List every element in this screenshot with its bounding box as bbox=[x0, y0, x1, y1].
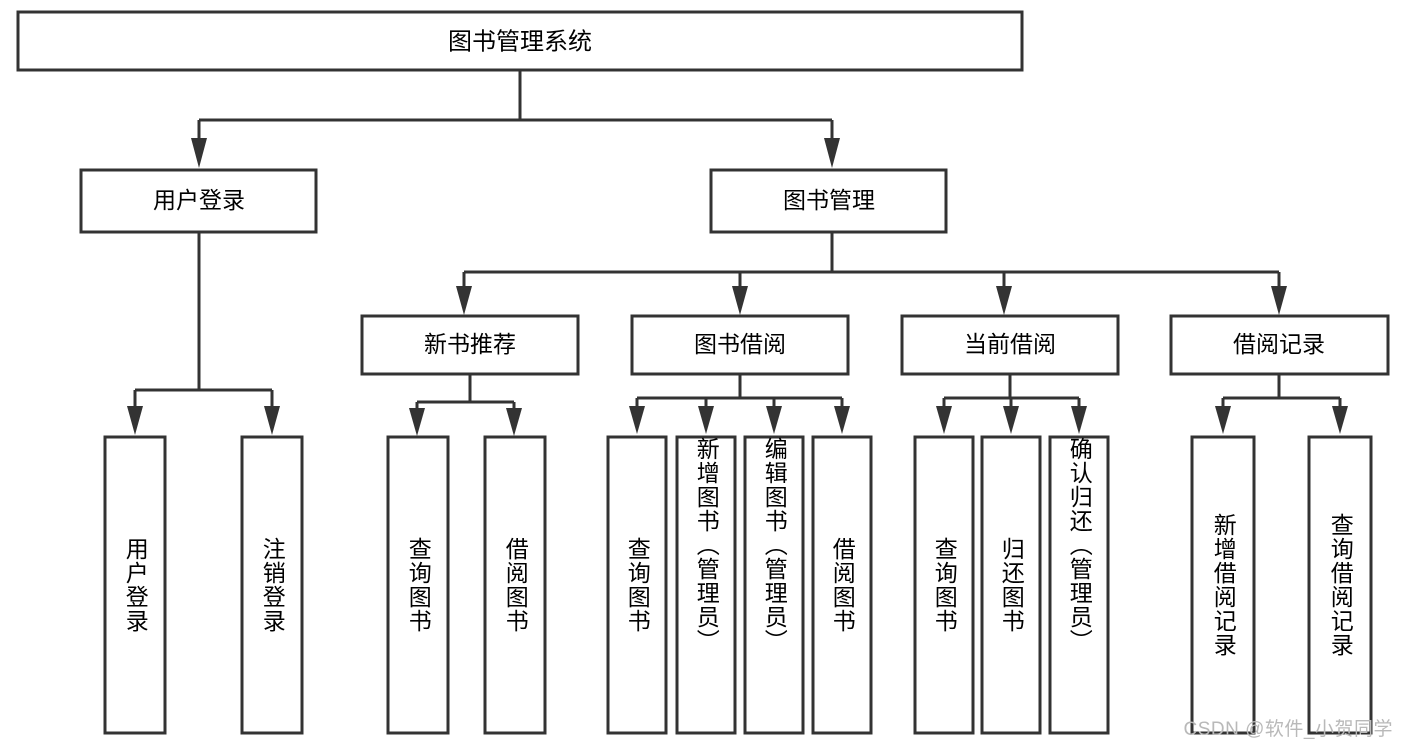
arrow-bb-leaf-4 bbox=[834, 406, 850, 434]
node-book-borrow[interactable]: 图书借阅 bbox=[630, 314, 850, 376]
arrow-bm-to-newbook bbox=[456, 286, 472, 315]
node-book-borrow-box[interactable] bbox=[630, 314, 850, 376]
node-new-book-rec-box[interactable] bbox=[360, 314, 580, 376]
node-new-book-rec-label: 新书推荐 bbox=[424, 331, 516, 357]
arrow-cb-leaf-1 bbox=[936, 406, 952, 434]
node-current-borrow[interactable]: 当前借阅 bbox=[900, 314, 1120, 376]
leaf-borrow-book-2-box[interactable] bbox=[811, 435, 873, 735]
node-root[interactable]: 图书管理系统 bbox=[16, 10, 1024, 72]
leaf-query-book-2-box[interactable] bbox=[606, 435, 668, 735]
edge-group-userlogin bbox=[127, 232, 280, 435]
node-book-borrow-label: 图书借阅 bbox=[694, 331, 786, 357]
leaf-confirm-return-box[interactable] bbox=[1048, 435, 1110, 735]
node-borrow-record-box[interactable] bbox=[1169, 314, 1390, 376]
node-new-book-rec[interactable]: 新书推荐 bbox=[360, 314, 580, 376]
leaf-query-book-3-box[interactable] bbox=[913, 435, 975, 735]
leaf-user-logout-box[interactable] bbox=[240, 435, 304, 735]
edge-group-newbookrec bbox=[409, 374, 522, 436]
edge-group-currentborrow bbox=[936, 374, 1087, 434]
arrow-userlogin-leaf-1 bbox=[127, 406, 143, 435]
edge-group-bookmanage bbox=[456, 232, 1287, 315]
arrow-cb-leaf-3 bbox=[1071, 406, 1087, 434]
leaf-add-book-box[interactable] bbox=[675, 435, 737, 735]
arrow-br-leaf-1 bbox=[1215, 406, 1231, 434]
arrow-newbook-leaf-2 bbox=[506, 408, 522, 436]
arrow-bm-to-currentborrow bbox=[996, 286, 1012, 315]
node-user-login-box[interactable] bbox=[79, 168, 318, 234]
csdn-watermark: CSDN @软件_小贺同学 bbox=[1183, 719, 1393, 740]
node-root-box[interactable] bbox=[16, 10, 1024, 72]
leaf-borrow-book-1-box[interactable] bbox=[483, 435, 547, 735]
arrow-bm-to-bookborrow bbox=[732, 286, 748, 315]
leaf-user-login-box[interactable] bbox=[103, 435, 167, 735]
arrow-cb-leaf-2 bbox=[1003, 406, 1019, 434]
leaf-edit-book-box[interactable] bbox=[743, 435, 805, 735]
arrow-bm-to-borrowrecord bbox=[1271, 286, 1287, 315]
node-book-manage-box[interactable] bbox=[709, 168, 948, 234]
node-borrow-record-label: 借阅记录 bbox=[1233, 331, 1325, 357]
arrow-br-leaf-2 bbox=[1332, 406, 1348, 434]
leaf-add-record-box[interactable] bbox=[1190, 435, 1256, 735]
arrow-newbook-leaf-1 bbox=[409, 408, 425, 436]
node-current-borrow-box[interactable] bbox=[900, 314, 1120, 376]
edge-group-bookborrow bbox=[629, 374, 850, 434]
node-user-login-label: 用户登录 bbox=[153, 187, 245, 213]
node-root-label: 图书管理系统 bbox=[448, 28, 592, 55]
leaf-return-book-box[interactable] bbox=[980, 435, 1042, 735]
node-book-manage-label: 图书管理 bbox=[783, 187, 875, 213]
arrow-bb-leaf-3 bbox=[766, 406, 782, 434]
edge-group-root bbox=[191, 70, 840, 168]
node-user-login[interactable]: 用户登录 bbox=[79, 168, 318, 234]
node-book-manage[interactable]: 图书管理 bbox=[709, 168, 948, 234]
edge-group-borrowrecord bbox=[1215, 374, 1348, 434]
leaf-query-record-box[interactable] bbox=[1307, 435, 1373, 735]
arrow-root-to-userlogin bbox=[191, 138, 207, 168]
arrow-root-to-bookmanage bbox=[824, 138, 840, 168]
arrow-bb-leaf-2 bbox=[698, 406, 714, 434]
node-borrow-record[interactable]: 借阅记录 bbox=[1169, 314, 1390, 376]
arrow-userlogin-leaf-2 bbox=[264, 406, 280, 435]
leaf-query-book-1-box[interactable] bbox=[386, 435, 450, 735]
arrow-bb-leaf-1 bbox=[629, 406, 645, 434]
leaf-boxes bbox=[103, 435, 1373, 735]
node-current-borrow-label: 当前借阅 bbox=[964, 331, 1056, 357]
